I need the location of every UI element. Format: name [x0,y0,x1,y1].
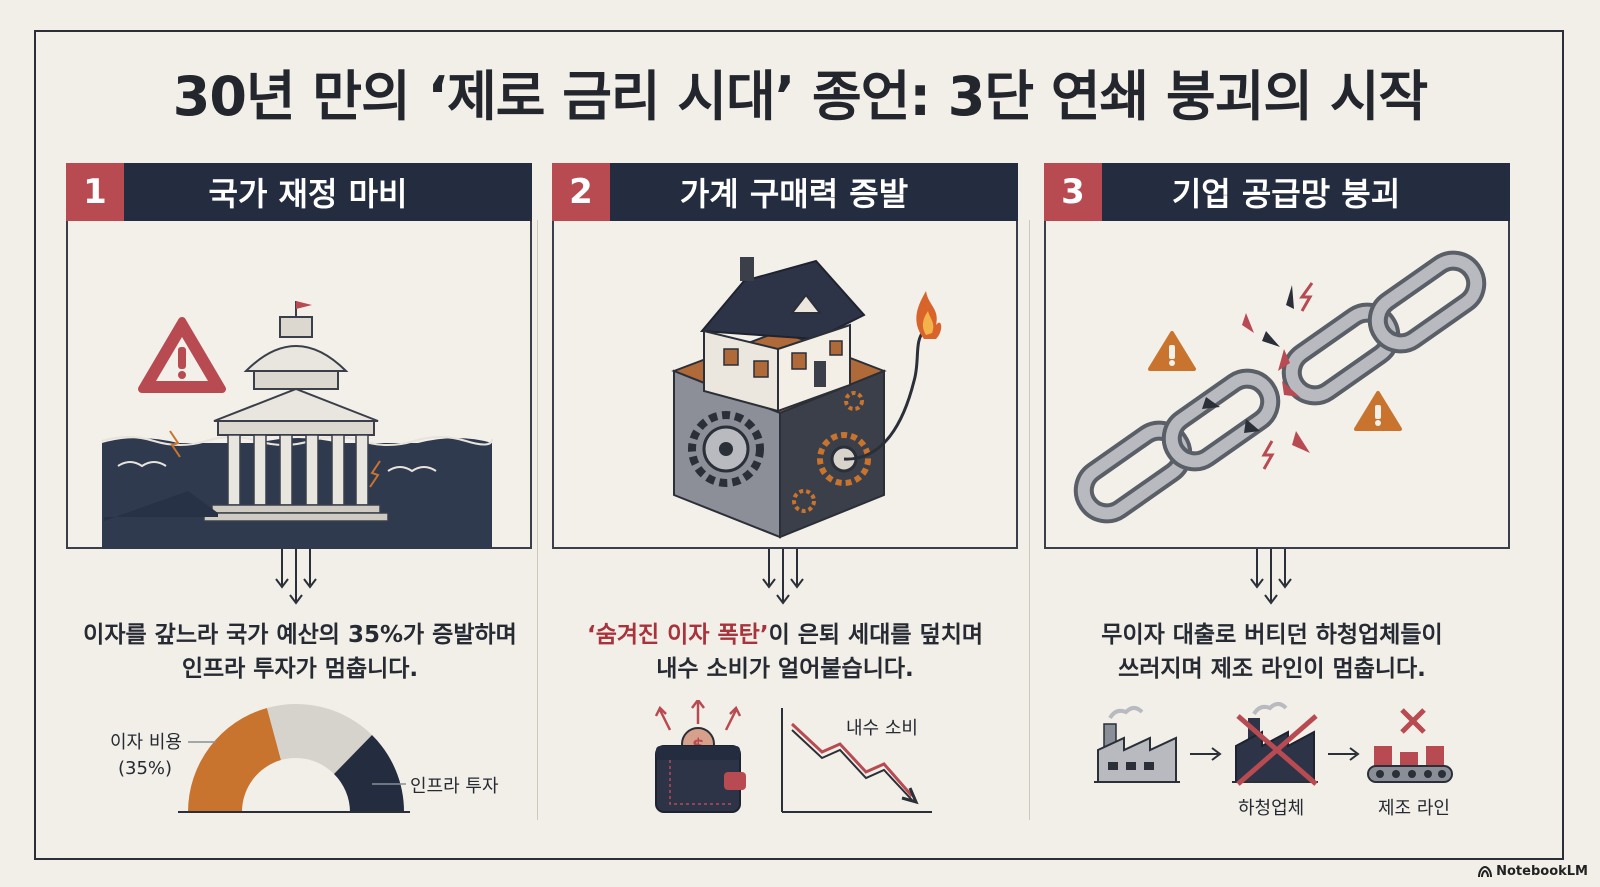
panel-heading: 기업 공급망 붕괴 [1171,175,1401,213]
page-title: 30년 만의 ‘제로 금리 시대’ 종언: 3단 연쇄 붕괴의 시작 [172,65,1428,128]
production-line-icon [1367,708,1453,783]
panel-description: 무이자 대출로 버티던 하청업체들이 쓰러지며 제조 라인이 멈춥니다. [1032,618,1512,686]
chart-label-consumption: 내수 소비 [846,718,918,739]
description-line: 인프라 투자가 멈춥니다. [181,656,419,682]
factory-shutdown-flow: 하청업체 제조 라인 [1094,702,1453,819]
factory-icon [1094,706,1180,783]
notebooklm-logo-icon [1478,865,1493,877]
down-arrows-icon [275,549,317,605]
panel-fiscal: 1 국가 재정 마비 [66,163,532,549]
other-budget-segment [267,703,372,774]
down-arrows-icon [1250,549,1292,605]
chart-label-interest: 이자 비용 [110,732,182,753]
fire-icon [916,291,942,339]
sinking-government-building-illustration [101,301,493,549]
panel-header: 1 국가 재정 마비 [66,163,532,221]
panel-number: 1 [66,163,124,221]
spark-fragments [1202,285,1310,453]
description-line: 무이자 대출로 버티던 하청업체들이 [1101,622,1443,648]
broken-chain-icon [1073,250,1487,524]
interest-cost-segment [188,708,281,812]
outer-frame [34,30,1564,860]
subcontractor-factory-icon [1232,702,1318,786]
infrastructure-segment [334,735,405,812]
panel-description: 이자를 갚느라 국가 예산의 35%가 증발하며 인프라 투자가 멈춥니다. [60,618,540,686]
down-arrows-icon [762,549,804,605]
footer-text: NotebookLM [1496,864,1588,879]
panel-supply-chain: 3 기업 공급망 붕괴 [1044,163,1510,549]
government-building-icon [203,301,389,522]
column-divider [537,220,538,820]
warning-icon [138,317,226,393]
label-production-line: 제조 라인 [1378,798,1450,819]
chart-label-interest-percent: (35%) [118,758,172,779]
wallet-and-consumption-decline: $ 내수 소비 [654,700,932,813]
panel-heading: 국가 재정 마비 [208,175,408,213]
panel-description: ‘숨겨진 이자 폭탄’이 은퇴 세대를 덮치며 내수 소비가 얼어붙습니다. [545,618,1025,686]
description-line: 내수 소비가 얼어붙습니다. [656,656,914,682]
column-divider [1029,220,1030,820]
description-line: ‘숨겨진 이자 폭탄’이 은퇴 세대를 덮치며 [545,618,1025,652]
broken-chain-illustration [1073,250,1487,524]
panel-heading: 가계 구매력 증발 [679,175,909,213]
description-highlight: ‘숨겨진 이자 폭탄’ [586,622,769,648]
consumption-decline-line [790,722,914,797]
cross-icon [1236,714,1318,786]
cross-icon [1400,708,1426,734]
panel-header: 2 가계 구매력 증발 [552,163,1018,221]
label-subcontractor: 하청업체 [1238,798,1304,819]
up-arrows-icon [654,700,742,731]
panel-number: 2 [552,163,610,221]
chart-label-infrastructure: 인프라 투자 [410,776,499,797]
warning-icon [1148,331,1196,371]
warning-icon [1354,391,1402,431]
panel-header: 3 기업 공급망 붕괴 [1044,163,1510,221]
house-icon [699,257,866,413]
notebooklm-watermark: NotebookLM [1478,864,1588,879]
house-on-gearbox-bomb-illustration [671,257,942,539]
panel-illustration [552,221,1018,549]
panel-household: 2 가계 구매력 증발 [552,163,1018,549]
description-line: 쓰러지며 제조 라인이 멈춥니다. [1118,656,1426,682]
budget-half-donut-chart: 이자 비용 (35%) 인프라 투자 [110,703,499,813]
description-line: 이자를 갚느라 국가 예산의 35%가 증발하며 [83,622,517,648]
down-arrow-icon [901,787,919,805]
panel-illustration [1044,221,1510,549]
wallet-icon: $ [655,727,746,813]
panel-number: 3 [1044,163,1102,221]
description-text: 이 은퇴 세대를 덮치며 [768,622,984,648]
panel-illustration [66,221,532,549]
gear-icon [688,411,764,487]
